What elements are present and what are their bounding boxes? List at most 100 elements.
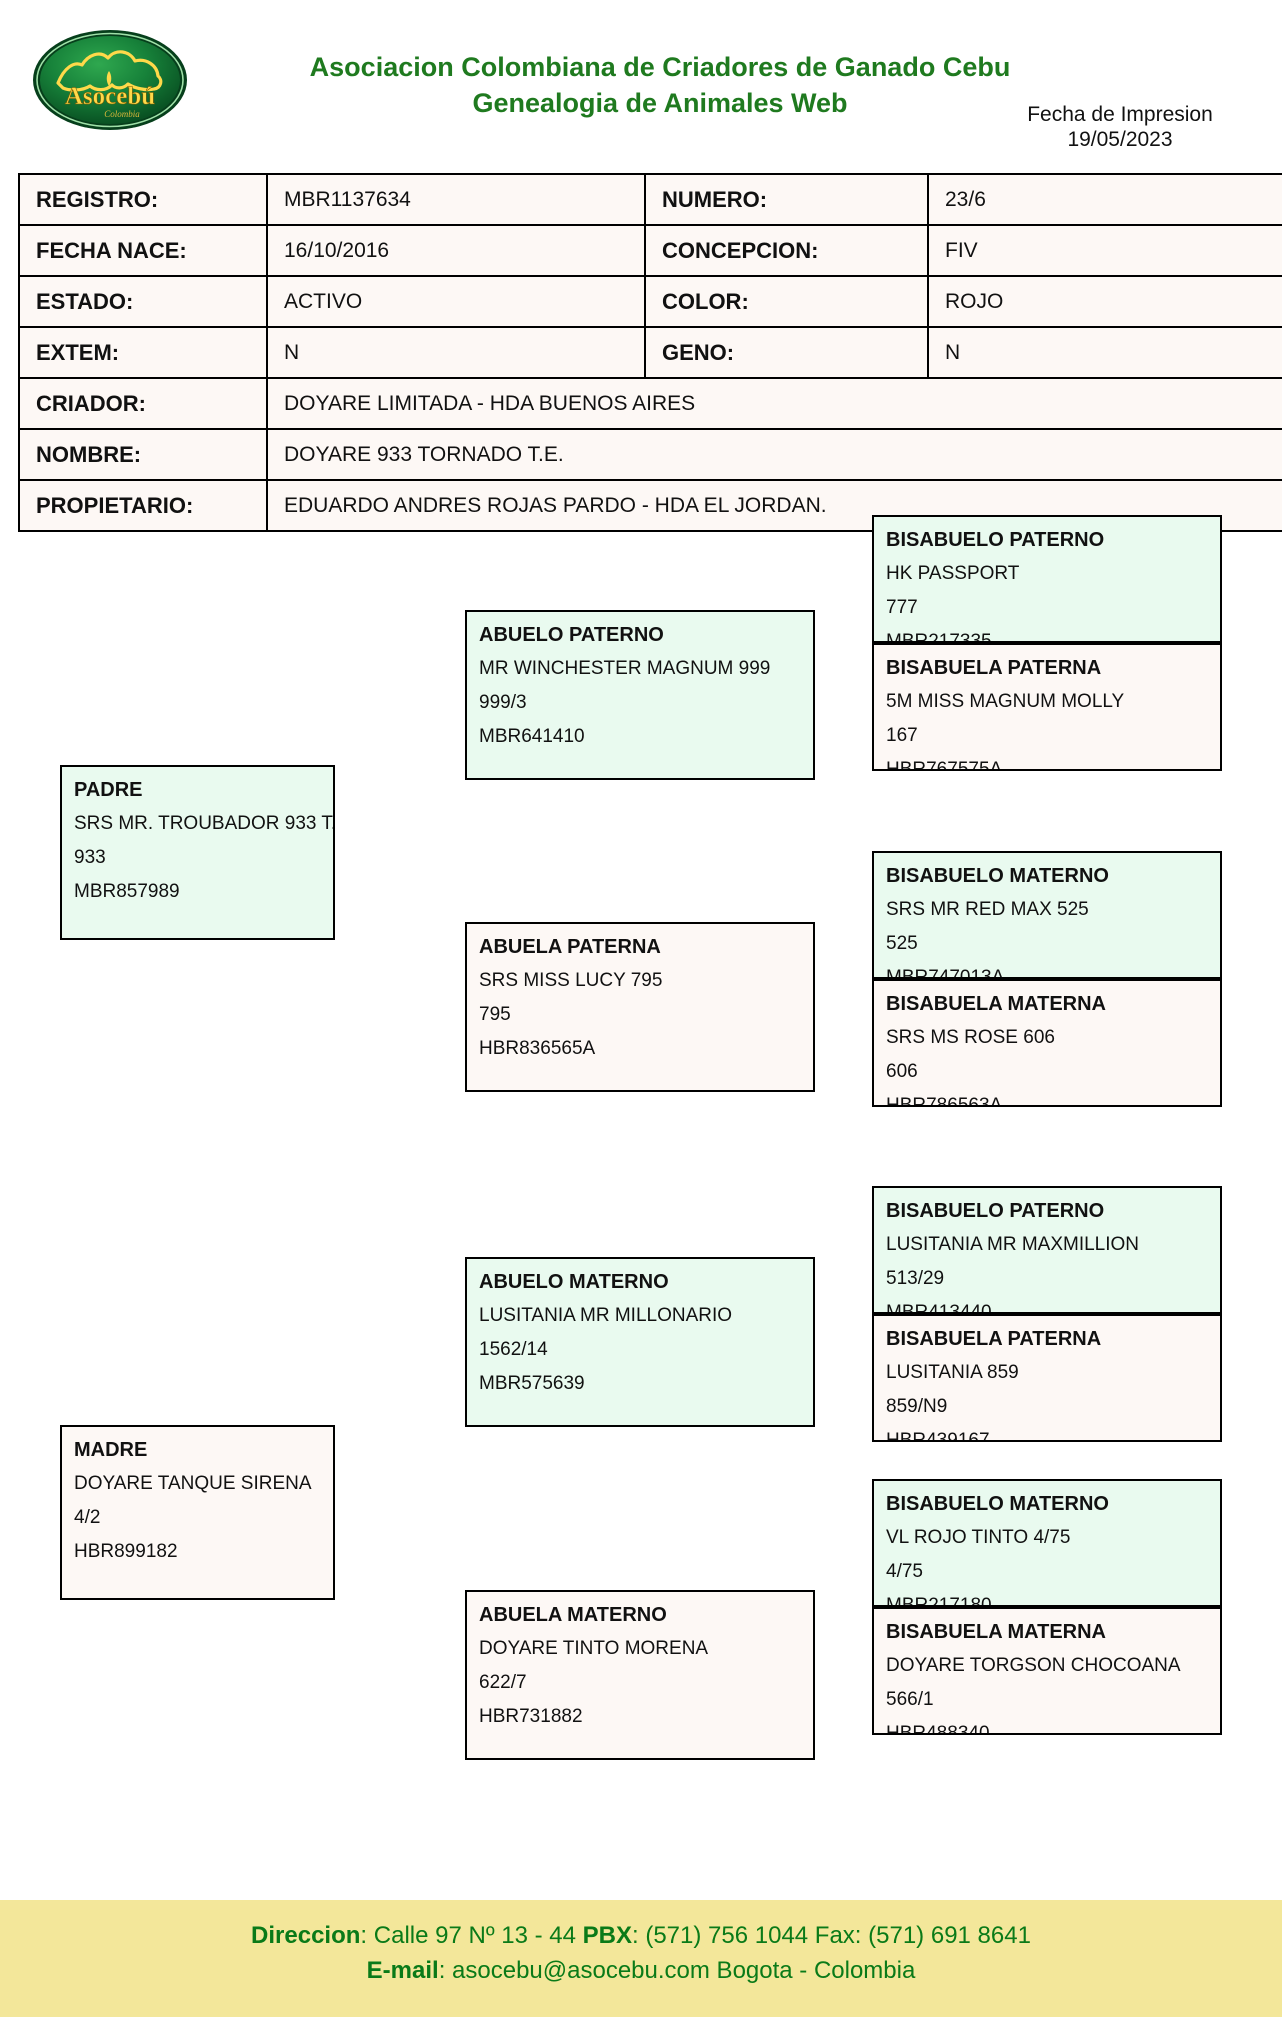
padre-name: SRS MR. TROUBADOR 933 T.E.: [74, 813, 335, 834]
pedigree-box-abuelo-materno: ABUELO MATERNO LUSITANIA MR MILLONARIO 1…: [465, 1257, 815, 1427]
bis3-number: 525: [886, 933, 918, 954]
pedigree-box-padre: PADRE SRS MR. TROUBADOR 933 T.E. 933 MBR…: [60, 765, 335, 940]
propietario-label: PROPIETARIO:: [18, 479, 268, 532]
madre-title: MADRE: [74, 1439, 148, 1461]
bis5-registry: MBR413440: [886, 1302, 992, 1314]
bis7-registry: MBR217180: [886, 1595, 992, 1607]
fecha-nace-value: 16/10/2016: [266, 224, 646, 277]
bis1-registry: MBR217335: [886, 631, 992, 643]
table-row-registro: REGISTRO: MBR1137634 NUMERO: 23/6: [18, 173, 1282, 226]
color-label: COLOR:: [644, 275, 929, 328]
abuelo-paterno-title: ABUELO PATERNO: [479, 624, 664, 646]
table-row-propietario: PROPIETARIO: EDUARDO ANDRES ROJAS PARDO …: [18, 479, 1282, 532]
bis1-name: HK PASSPORT: [886, 563, 1020, 584]
footer-pbx-value: : (571) 756 1044 Fax: (571) 691 8641: [632, 1922, 1031, 1949]
bis5-name: LUSITANIA MR MAXMILLION: [886, 1234, 1140, 1255]
bis4-number: 606: [886, 1061, 918, 1082]
propietario-value: EDUARDO ANDRES ROJAS PARDO - HDA EL JORD…: [266, 479, 1282, 532]
bis3-name: SRS MR RED MAX 525: [886, 899, 1089, 920]
table-row-nombre: NOMBRE: DOYARE 933 TORNADO T.E.: [18, 428, 1282, 481]
abuela-paterna-title: ABUELA PATERNA: [479, 936, 661, 958]
bis8-title: BISABUELA MATERNA: [886, 1621, 1106, 1643]
abuela-materno-name: DOYARE TINTO MORENA: [479, 1638, 709, 1659]
svg-text:Colombia: Colombia: [104, 109, 140, 119]
bis6-title: BISABUELA PATERNA: [886, 1328, 1102, 1350]
extem-value: N: [266, 326, 646, 379]
abuela-paterna-number: 795: [479, 1004, 511, 1025]
bis5-number: 513/29: [886, 1268, 945, 1289]
footer-direccion-label: Direccion: [251, 1922, 361, 1949]
pedigree-box-bisabuelo-materno-1: BISABUELO MATERNO SRS MR RED MAX 525 525…: [872, 851, 1222, 979]
abuela-materno-number: 622/7: [479, 1672, 527, 1693]
table-row-estado: ESTADO: ACTIVO COLOR: ROJO: [18, 275, 1282, 328]
footer-email-value: : asocebu@asocebu.com Bogota - Colombia: [438, 1957, 916, 1984]
bis6-number: 859/N9: [886, 1396, 948, 1417]
document-header: Asocebú Colombia Asociacion Colombiana d…: [0, 0, 1282, 151]
criador-label: CRIADOR:: [18, 377, 268, 430]
bis8-name: DOYARE TORGSON CHOCOANA: [886, 1655, 1181, 1676]
padre-number: 933: [74, 847, 106, 868]
abuelo-materno-title: ABUELO MATERNO: [479, 1271, 669, 1293]
bis4-title: BISABUELA MATERNA: [886, 993, 1106, 1015]
abuela-materno-title: ABUELA MATERNO: [479, 1604, 667, 1626]
table-row-extem: EXTEM: N GENO: N: [18, 326, 1282, 379]
svg-text:Asocebú: Asocebú: [65, 83, 155, 110]
abuela-paterna-registry: HBR836565A: [479, 1038, 596, 1059]
footer-pbx-label: PBX: [582, 1922, 632, 1949]
pedigree-box-bisabuela-materna-1: BISABUELA MATERNA SRS MS ROSE 606 606 HB…: [872, 979, 1222, 1107]
pedigree-box-abuelo-paterno: ABUELO PATERNO MR WINCHESTER MAGNUM 999 …: [465, 610, 815, 780]
pedigree-box-bisabuela-paterna-2: BISABUELA PATERNA LUSITANIA 859 859/N9 H…: [872, 1314, 1222, 1442]
nombre-label: NOMBRE:: [18, 428, 268, 481]
pedigree-tree: PADRE SRS MR. TROUBADOR 933 T.E. 933 MBR…: [60, 515, 1222, 1760]
pedigree-box-madre: MADRE DOYARE TANQUE SIRENA 4/2 HBR899182: [60, 1425, 335, 1600]
madre-name: DOYARE TANQUE SIRENA: [74, 1473, 312, 1494]
pedigree-box-bisabuelo-materno-2: BISABUELO MATERNO VL ROJO TINTO 4/75 4/7…: [872, 1479, 1222, 1607]
abuela-paterna-name: SRS MISS LUCY 795: [479, 970, 663, 991]
bis3-title: BISABUELO MATERNO: [886, 865, 1109, 887]
abuelo-materno-number: 1562/14: [479, 1339, 548, 1360]
geno-label: GENO:: [644, 326, 929, 379]
table-row-fecha-nace: FECHA NACE: 16/10/2016 CONCEPCION: FIV: [18, 224, 1282, 277]
bis2-number: 167: [886, 725, 918, 746]
pedigree-box-bisabuela-materna-2: BISABUELA MATERNA DOYARE TORGSON CHOCOAN…: [872, 1607, 1222, 1735]
bis5-title: BISABUELO PATERNO: [886, 1200, 1105, 1222]
footer-direccion-value: : Calle 97 Nº 13 - 44: [360, 1922, 583, 1949]
bis2-registry: HBR767575A: [886, 759, 1003, 771]
bis7-title: BISABUELO MATERNO: [886, 1493, 1109, 1515]
concepcion-label: CONCEPCION:: [644, 224, 929, 277]
organization-title: Asociacion Colombiana de Criadores de Ga…: [309, 52, 1011, 82]
bis6-registry: HBR439167: [886, 1430, 990, 1442]
criador-value: DOYARE LIMITADA - HDA BUENOS AIRES: [266, 377, 1282, 430]
bis8-registry: HBR488340: [886, 1723, 990, 1735]
bis2-title: BISABUELA PATERNA: [886, 657, 1102, 679]
estado-label: ESTADO:: [18, 275, 268, 328]
registro-value: MBR1137634: [266, 173, 646, 226]
footer-email-line: E-mail: asocebu@asocebu.com Bogota - Col…: [0, 1957, 1282, 1985]
bis3-registry: MBR747013A: [886, 967, 1005, 979]
pedigree-box-bisabuelo-paterno-1: BISABUELO PATERNO HK PASSPORT 777 MBR217…: [872, 515, 1222, 643]
madre-registry: HBR899182: [74, 1541, 178, 1562]
bis4-name: SRS MS ROSE 606: [886, 1027, 1055, 1048]
pedigree-box-abuela-paterna: ABUELA PATERNA SRS MISS LUCY 795 795 HBR…: [465, 922, 815, 1092]
asocebu-logo-icon: Asocebú Colombia: [30, 28, 190, 133]
abuelo-paterno-registry: MBR641410: [479, 726, 585, 747]
abuelo-paterno-name: MR WINCHESTER MAGNUM 999: [479, 658, 771, 679]
pedigree-box-bisabuela-paterna-1: BISABUELA PATERNA 5M MISS MAGNUM MOLLY 1…: [872, 643, 1222, 771]
madre-number: 4/2: [74, 1507, 101, 1528]
registro-label: REGISTRO:: [18, 173, 268, 226]
abuelo-paterno-number: 999/3: [479, 692, 527, 713]
print-date-value: 19/05/2023: [1067, 128, 1173, 151]
fecha-nace-label: FECHA NACE:: [18, 224, 268, 277]
abuelo-materno-registry: MBR575639: [479, 1373, 585, 1394]
table-row-criador: CRIADOR: DOYARE LIMITADA - HDA BUENOS AI…: [18, 377, 1282, 430]
print-date-label: Fecha de Impresion: [1027, 103, 1213, 126]
bis2-name: 5M MISS MAGNUM MOLLY: [886, 691, 1125, 712]
pedigree-box-bisabuelo-paterno-2: BISABUELO PATERNO LUSITANIA MR MAXMILLIO…: [872, 1186, 1222, 1314]
concepcion-value: FIV: [927, 224, 1282, 277]
bis1-title: BISABUELO PATERNO: [886, 529, 1105, 551]
animal-info-table: REGISTRO: MBR1137634 NUMERO: 23/6 FECHA …: [18, 173, 1282, 532]
color-value: ROJO: [927, 275, 1282, 328]
numero-value: 23/6: [927, 173, 1282, 226]
abuela-materno-registry: HBR731882: [479, 1706, 583, 1727]
